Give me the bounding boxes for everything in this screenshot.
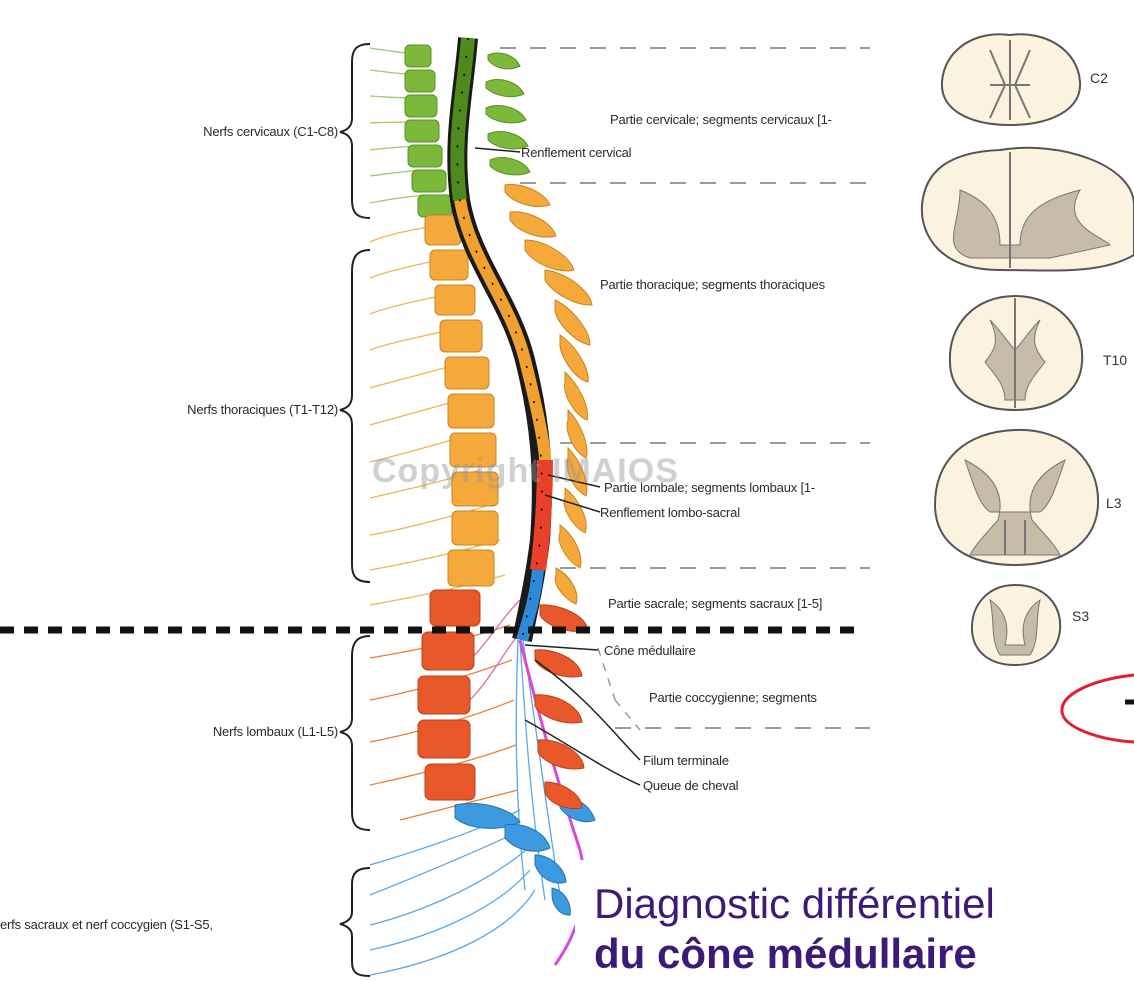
label-sacral-part: Partie sacrale; segments sacraux [1-5] bbox=[608, 596, 822, 611]
cross-section-s3 bbox=[972, 585, 1060, 665]
title-line-1: Diagnostic différentiel bbox=[594, 880, 995, 928]
label-lumbosacral-enlargement: Renflement lombo-sacral bbox=[600, 505, 740, 520]
section-label-c2: C2 bbox=[1090, 70, 1108, 86]
label-cauda: Queue de cheval bbox=[643, 778, 738, 793]
label-cervical-nerves: Nerfs cervicaux (C1-C8) bbox=[118, 124, 338, 139]
section-label-t10: T10 bbox=[1103, 352, 1127, 368]
cross-section-c2 bbox=[942, 34, 1080, 125]
label-thoracic-part: Partie thoracique; segments thoraciques bbox=[600, 277, 825, 292]
label-cervical-part: Partie cervicale; segments cervicaux [1- bbox=[610, 112, 832, 127]
label-conus: Cône médullaire bbox=[604, 643, 696, 658]
label-coccygeal-part: Partie coccygienne; segments bbox=[649, 690, 817, 705]
label-lumbar-nerves: Nerfs lombaux (L1-L5) bbox=[130, 724, 338, 739]
cross-section-c-lower bbox=[922, 148, 1134, 271]
title-line-2: du cône médullaire bbox=[594, 930, 977, 978]
conus-dashed-guides bbox=[598, 648, 640, 730]
section-label-s3: S3 bbox=[1072, 608, 1089, 624]
highlight-ellipse bbox=[1062, 675, 1134, 742]
left-braces bbox=[340, 44, 370, 976]
label-thoracic-nerves: Nerfs thoraciques (T1-T12) bbox=[90, 402, 338, 417]
label-cervical-enlargement: Renflement cervical bbox=[521, 145, 631, 160]
cross-section-l3 bbox=[935, 430, 1098, 565]
watermark: Copyright IMAIOS bbox=[372, 452, 679, 491]
label-filum: Filum terminale bbox=[643, 753, 729, 768]
section-label-l3: L3 bbox=[1106, 495, 1122, 511]
label-sacral-nerves: erfs sacraux et nerf coccygien (S1-S5, bbox=[0, 917, 213, 932]
cross-section-t10 bbox=[950, 296, 1082, 410]
